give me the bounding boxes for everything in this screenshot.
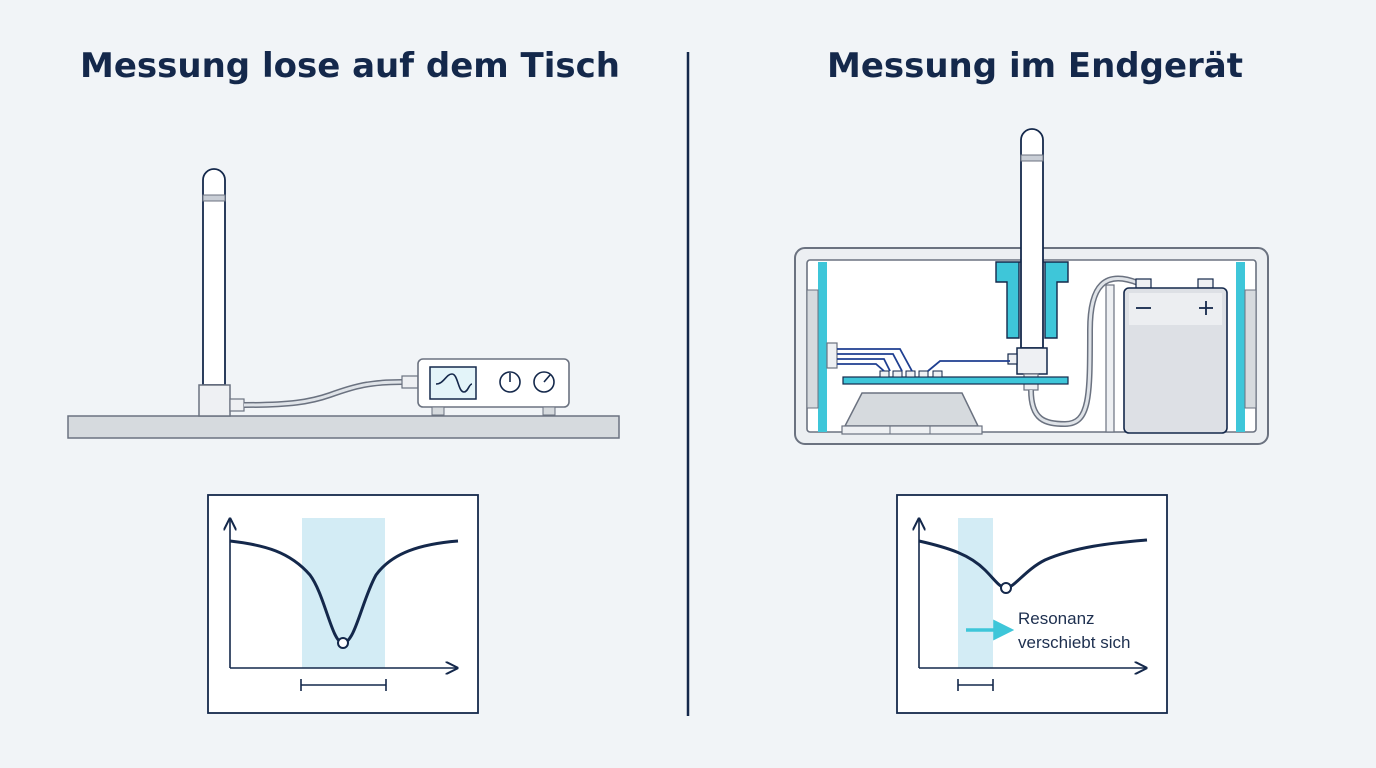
- right-resonance-graph: Resonanz verschiebt sich: [896, 494, 1168, 714]
- left-panel-title: Messung lose auf dem Tisch: [80, 46, 620, 86]
- left-resonance-graph: [207, 494, 479, 714]
- device-base: [843, 392, 980, 427]
- antenna-mount: [995, 261, 1069, 339]
- network-analyzer-icon: [401, 358, 570, 416]
- resonance-band: [958, 518, 993, 668]
- resonance-point: [337, 637, 349, 649]
- bandwidth-marker: [957, 679, 994, 691]
- right-panel-title: Messung im Endgerät: [826, 46, 1243, 86]
- battery-icon: [1123, 278, 1228, 434]
- pcb-traces: [837, 348, 1010, 372]
- left-setup-illustration: [67, 168, 620, 439]
- resonance-point: [1000, 582, 1012, 594]
- shift-note-line2: verschiebt sich: [1018, 633, 1130, 652]
- antenna-icon: [198, 168, 245, 417]
- coax-cable: [243, 379, 403, 408]
- bandwidth-marker: [300, 679, 387, 691]
- shift-note-line1: Resonanz: [1018, 609, 1095, 628]
- chip-pads: [879, 370, 943, 378]
- table-surface: [67, 415, 620, 439]
- circuit-board: [842, 376, 1069, 385]
- right-device-illustration: [794, 128, 1269, 445]
